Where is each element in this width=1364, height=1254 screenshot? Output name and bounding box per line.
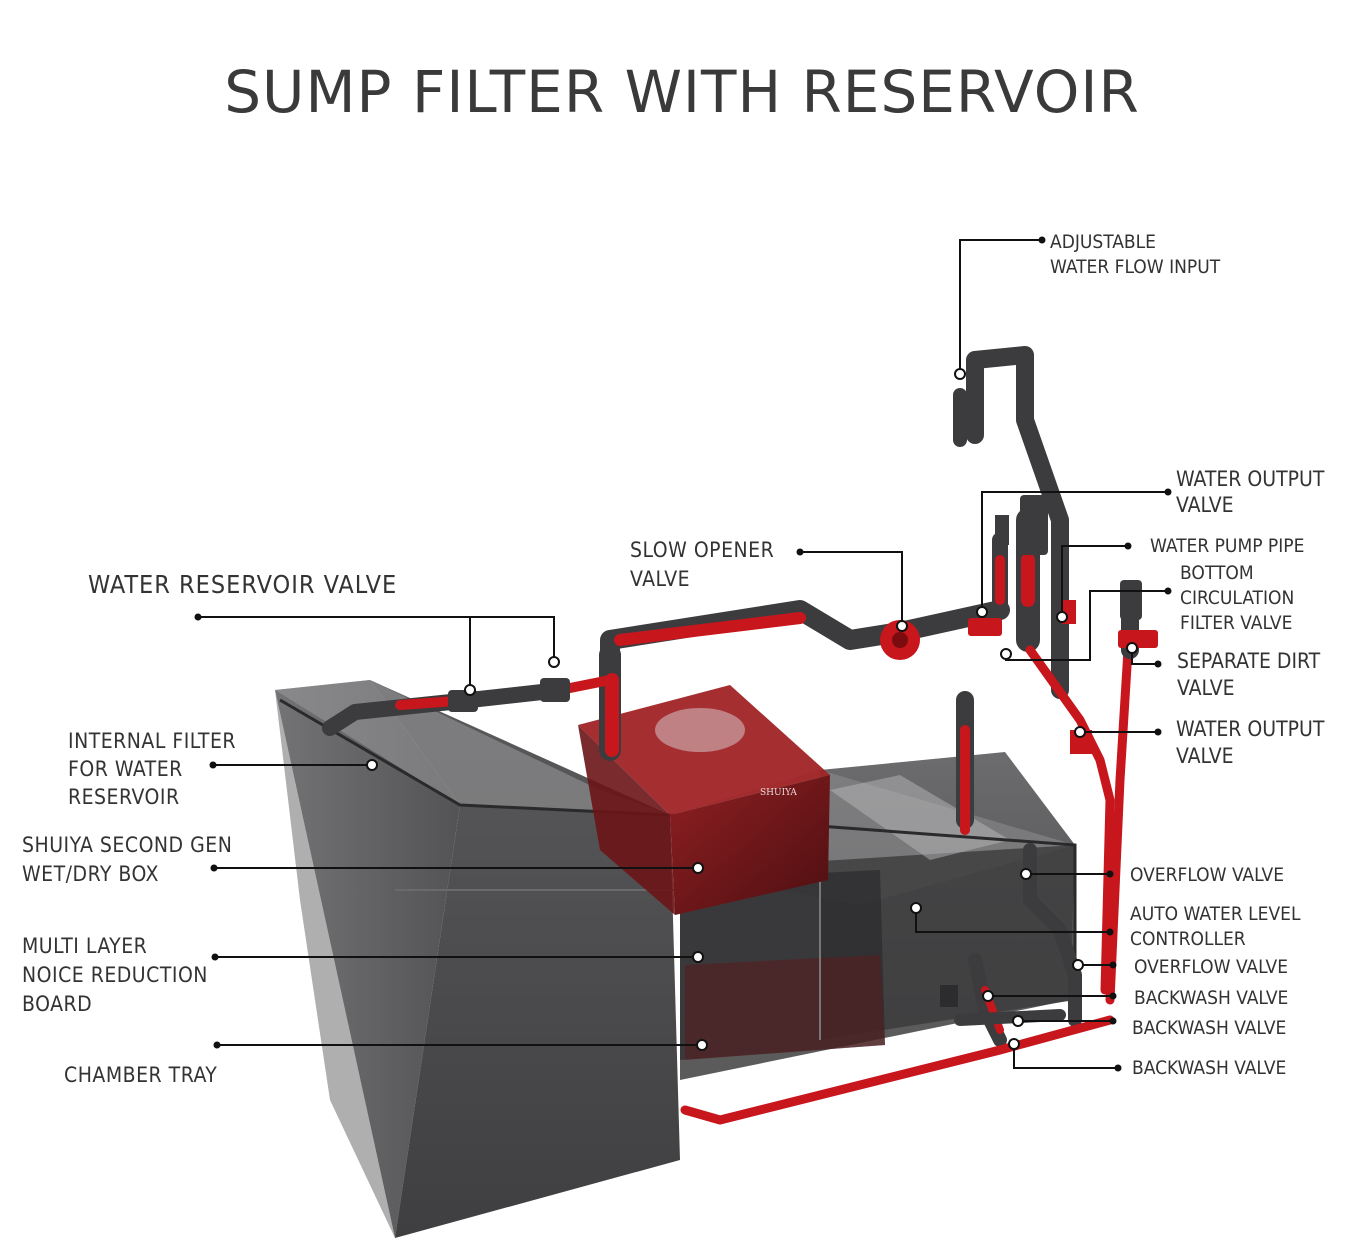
label-water-output-valve-top: WATER OUTPUT VALVE [1176, 467, 1325, 517]
label-overflow-valve-2: OVERFLOW VALVE [1134, 956, 1289, 978]
label-backwash-valve-3: BACKWASH VALVE [1132, 1057, 1287, 1079]
label-backwash-valve-2: BACKWASH VALVE [1132, 1017, 1287, 1039]
valves [448, 495, 1158, 1007]
label-noise-reduction-board: MULTI LAYER NOICE REDUCTION BOARD [22, 934, 208, 1016]
label-wet-dry-box: SHUIYA SECOND GEN WET/DRY BOX [22, 833, 233, 886]
leader-endpoints [366, 368, 1138, 1051]
wet-dry-box: SHUIYA [578, 685, 830, 915]
leader-lines [198, 239, 1168, 1069]
label-separate-dirt-valve: SEPARATE DIRT VALVE [1177, 649, 1321, 700]
label-adjustable-water-flow-input: ADJUSTABLE WATER FLOW INPUT [1050, 231, 1221, 278]
page-title: SUMP FILTER WITH RESERVOIR [224, 58, 1140, 126]
label-water-reservoir-valve: WATER RESERVOIR VALVE [88, 570, 398, 599]
label-overflow-valve-1: OVERFLOW VALVE [1130, 864, 1285, 886]
watermark-logo: SHUIYA [760, 788, 797, 798]
label-backwash-valve-1: BACKWASH VALVE [1134, 987, 1289, 1009]
label-water-output-valve-mid: WATER OUTPUT VALVE [1176, 717, 1325, 768]
leader-dots [194, 236, 1172, 1072]
label-slow-opener-valve: SLOW OPENER VALVE [630, 538, 775, 591]
label-internal-filter: INTERNAL FILTER FOR WATER RESERVOIR [68, 729, 237, 809]
label-water-pump-pipe: WATER PUMP PIPE [1150, 535, 1305, 557]
label-bottom-circulation-filter-valve: BOTTOM CIRCULATION FILTER VALVE [1180, 562, 1295, 634]
label-auto-water-level-controller: AUTO WATER LEVEL CONTROLLER [1130, 903, 1301, 950]
label-chamber-tray: CHAMBER TRAY [64, 1063, 218, 1087]
